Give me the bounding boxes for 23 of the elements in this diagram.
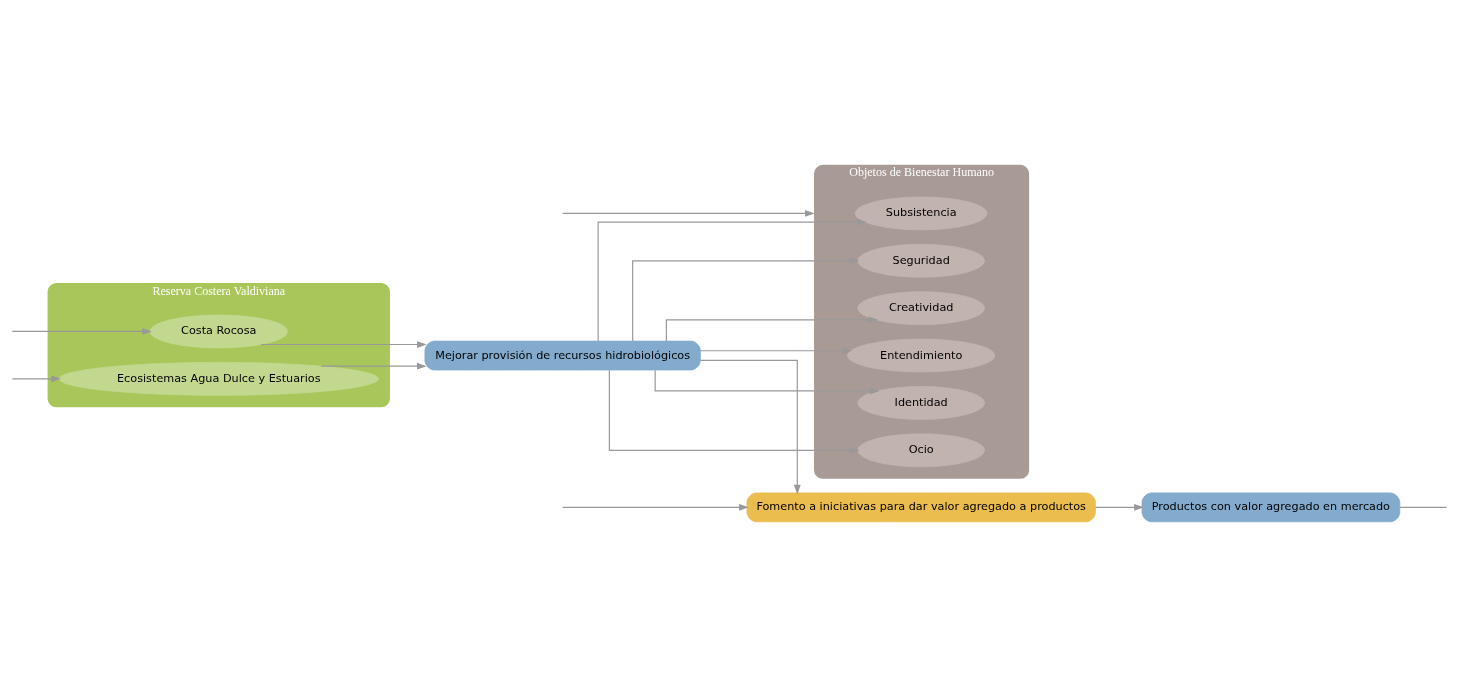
arrow	[665, 316, 879, 342]
arrow	[699, 347, 853, 355]
arrow	[11, 328, 152, 335]
node-box: Productos con valor agregado en mercado	[1141, 492, 1401, 523]
node-ellipse: Costa Rocosa	[149, 314, 288, 349]
connector	[1399, 506, 1448, 508]
arrow	[654, 369, 880, 395]
arrow	[699, 359, 801, 495]
node-ellipse: Entendimiento	[847, 338, 996, 373]
node-ellipse: Ocio	[857, 433, 985, 468]
arrow	[562, 210, 815, 217]
arrow	[260, 341, 427, 348]
arrow	[320, 362, 427, 370]
arrow	[632, 257, 860, 342]
arrow	[11, 375, 61, 383]
node-ellipse: Seguridad	[857, 243, 985, 278]
node-ellipse: Ecosistemas Agua Dulce y Estuarios	[58, 362, 379, 396]
node-box: Mejorar provisión de recursos hidrobiológicos	[424, 340, 701, 371]
arrow	[597, 218, 867, 342]
arrow	[608, 369, 860, 454]
arrow	[1094, 503, 1144, 511]
node-box: Fomento a iniciativas para dar valor agregado a productos	[746, 492, 1096, 523]
arrow	[562, 503, 749, 511]
